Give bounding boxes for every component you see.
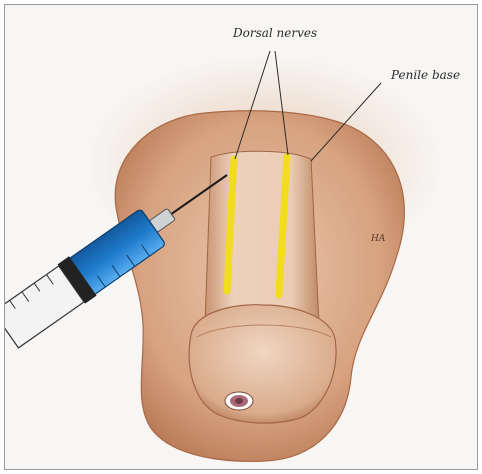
illustration-frame: Dorsal nerves Penile base HA: [4, 4, 478, 470]
artist-signature: HA: [370, 234, 386, 244]
anatomy-illustration: Dorsal nerves Penile base HA: [5, 5, 478, 470]
dorsal-nerves-label: Dorsal nerves: [232, 26, 317, 40]
glans: [189, 305, 336, 423]
penile-base-label: Penile base: [390, 68, 460, 82]
